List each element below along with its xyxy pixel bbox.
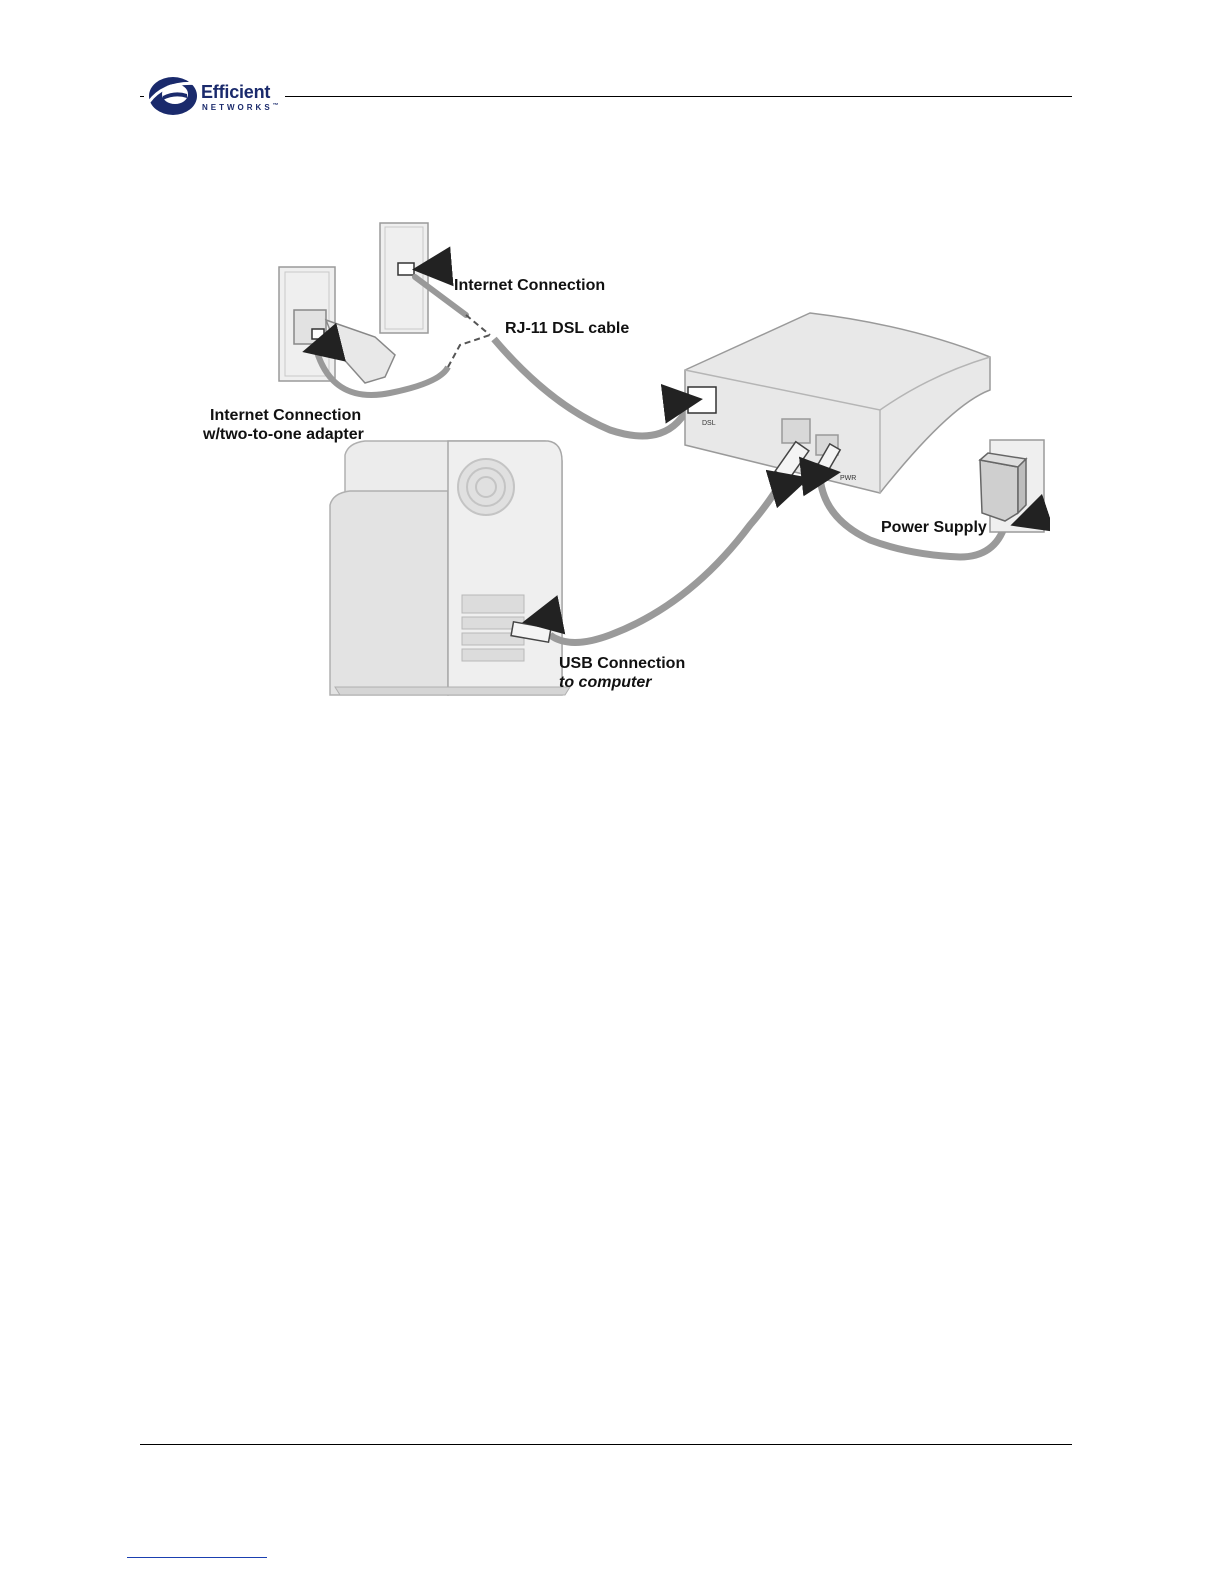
usb-cable <box>550 463 790 643</box>
logo-subtitle: NETWORKS™ <box>202 103 279 112</box>
wall-adapter-icon <box>279 267 395 383</box>
arrow-icon <box>420 267 444 269</box>
label-power-supply: Power Supply <box>881 518 987 537</box>
label-usb-detail: to computer <box>559 673 651 692</box>
pwr-port-label: PWR <box>840 475 856 482</box>
dsl-modem-icon: DSL PWR <box>685 313 990 493</box>
label-usb-connection: USB Connection <box>559 654 685 673</box>
footer-rule <box>140 1444 1072 1445</box>
connection-diagram-illustration: DSL PWR <box>190 205 1050 715</box>
footer-link-underline[interactable] <box>127 1557 267 1558</box>
label-internet-connection: Internet Connection <box>454 276 605 295</box>
logo-swoosh-icon <box>145 72 205 120</box>
label-rj11-cable: RJ-11 DSL cable <box>505 319 629 338</box>
header-tick <box>140 96 144 97</box>
dashed-connection <box>448 335 490 367</box>
rj11-cable <box>494 339 690 436</box>
dashed-connection <box>466 315 490 335</box>
computer-tower-icon <box>330 441 570 695</box>
label-adapter-detail: w/two-to-one adapter <box>203 425 364 444</box>
label-adapter-connection: Internet Connection <box>210 406 361 425</box>
efficient-networks-logo: Efficient NETWORKS™ <box>145 72 295 120</box>
logo-word: Efficient <box>201 82 270 103</box>
header-rule <box>285 96 1072 97</box>
connection-diagram: DSL PWR <box>190 205 1050 715</box>
arrow-icon <box>815 473 833 475</box>
dsl-port-label: DSL <box>702 420 716 427</box>
